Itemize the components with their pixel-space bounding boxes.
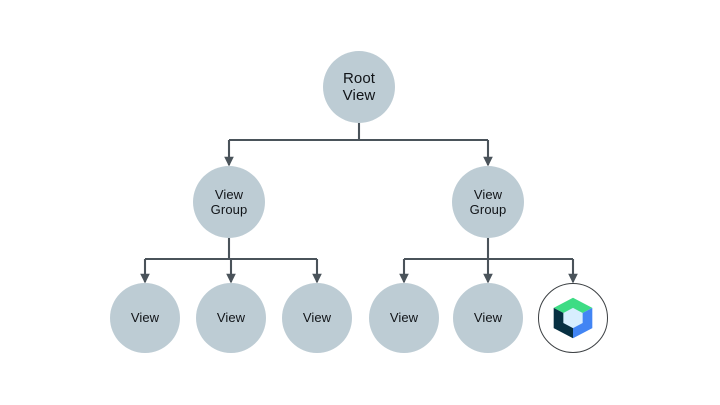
node-label-leaf-3: View bbox=[302, 310, 332, 326]
jetpack-compose-logo-icon bbox=[550, 295, 596, 341]
node-label-leaf-4: View bbox=[389, 310, 419, 326]
node-leaf-3[interactable]: View bbox=[282, 283, 352, 353]
node-root[interactable]: Root View bbox=[323, 51, 395, 123]
node-group-right[interactable]: View Group bbox=[452, 166, 524, 238]
node-label-group-left: View Group bbox=[210, 186, 248, 217]
node-label-group-right: View Group bbox=[469, 186, 507, 217]
node-leaf-compose[interactable] bbox=[538, 283, 608, 353]
node-label-root: Root View bbox=[342, 69, 376, 104]
node-label-leaf-1: View bbox=[130, 310, 160, 326]
node-leaf-1[interactable]: View bbox=[110, 283, 180, 353]
node-leaf-2[interactable]: View bbox=[196, 283, 266, 353]
node-leaf-4[interactable]: View bbox=[369, 283, 439, 353]
node-label-leaf-2: View bbox=[216, 310, 246, 326]
node-group-left[interactable]: View Group bbox=[193, 166, 265, 238]
node-label-leaf-5: View bbox=[473, 310, 503, 326]
node-leaf-5[interactable]: View bbox=[453, 283, 523, 353]
